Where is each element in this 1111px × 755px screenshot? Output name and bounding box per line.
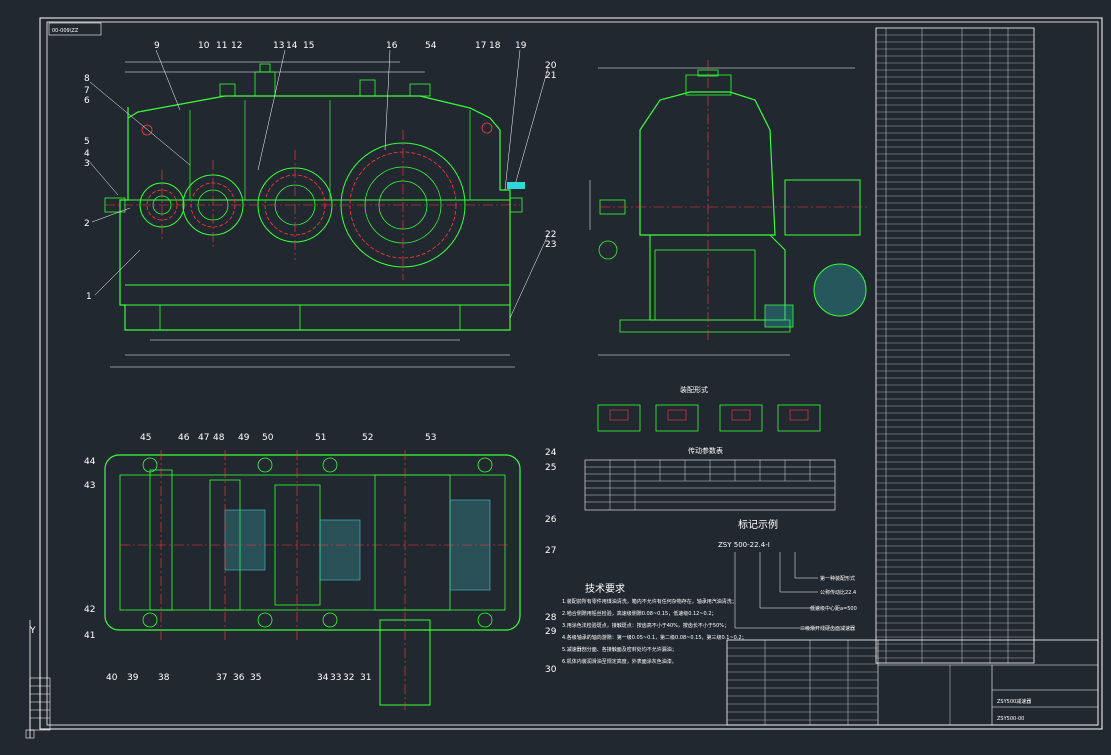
part-label-6: 6	[84, 96, 90, 106]
drawing-code: 00-009\ZZ	[52, 28, 79, 34]
ucs-icon: Y	[25, 620, 36, 739]
front-view	[87, 49, 549, 368]
part-label-41: 41	[84, 631, 95, 641]
tech-note-1: 1.装配前所有零件用煤油清洗，箱内不允许有任何杂物存在，轴承用汽油清洗；	[562, 598, 737, 605]
part-label-46: 46	[178, 433, 190, 443]
part-label-28: 28	[545, 613, 557, 623]
part-label-15: 15	[303, 41, 314, 51]
title-block-name: ZSY500减速器	[997, 698, 1031, 705]
part-label-42: 42	[84, 605, 95, 615]
ucs-y-label: Y	[29, 626, 36, 636]
part-label-33: 33	[330, 673, 341, 683]
part-label-47: 47	[198, 433, 209, 443]
part-label-17: 17	[475, 41, 486, 51]
plan-view	[104, 450, 521, 710]
part-label-22: 22	[545, 230, 556, 240]
part-label-54: 54	[425, 41, 437, 51]
part-label-19: 19	[515, 41, 527, 51]
part-label-30: 30	[545, 665, 557, 675]
assembly-forms-title: 装配形式	[680, 385, 708, 394]
part-label-35: 35	[250, 673, 261, 683]
notation-code: ZSY 500-22.4-I	[718, 541, 770, 549]
parameter-table: 传动参数表	[584, 446, 836, 511]
part-label-31: 31	[360, 673, 371, 683]
part-label-9: 9	[154, 41, 160, 51]
parts-list-rows	[876, 34, 1034, 659]
part-label-44: 44	[84, 457, 96, 467]
part-label-23: 23	[545, 240, 556, 250]
part-label-51: 51	[315, 433, 326, 443]
tech-note-2: 2.啮合侧隙用铅丝检验，高速级侧隙0.08~0.15，低速级0.12~0.2；	[562, 610, 717, 617]
part-label-21: 21	[545, 71, 556, 81]
part-label-8: 8	[84, 74, 90, 84]
part-label-32: 32	[343, 673, 354, 683]
front-part-labels: 1 2 3 4 5 6 7 8 9 10 11 12 13 14 15 16 1…	[84, 41, 557, 302]
parts-list-table	[875, 27, 1035, 664]
part-label-7: 7	[84, 86, 90, 96]
tech-note-6: 6.机体内装润滑油至规定高度，外表面涂灰色油漆。	[562, 658, 677, 665]
part-label-26: 26	[545, 515, 557, 525]
drawing-code-box	[48, 22, 102, 36]
part-label-14: 14	[286, 41, 298, 51]
notation-item-2: 公称传动比22.4	[820, 589, 856, 596]
part-label-10: 10	[198, 41, 210, 51]
part-label-50: 50	[262, 433, 274, 443]
part-label-52: 52	[362, 433, 373, 443]
part-label-36: 36	[233, 673, 245, 683]
part-label-20: 20	[545, 61, 557, 71]
outer-frame	[39, 17, 1103, 730]
part-label-45: 45	[140, 433, 151, 443]
plan-part-labels: 24 25 26 27 28 29 30 31 32 33 34 35 36 3…	[84, 41, 557, 683]
notation-title: 标记示例	[738, 518, 778, 531]
part-label-37: 37	[216, 673, 227, 683]
technical-requirements: 技术要求 1.装配前所有零件用煤油清洗，箱内不允许有任何杂物存在，轴承用汽油清洗…	[562, 582, 747, 665]
part-label-5: 5	[84, 137, 90, 147]
part-label-39: 39	[127, 673, 139, 683]
tech-title: 技术要求	[585, 582, 625, 595]
part-label-13: 13	[273, 41, 284, 51]
part-label-11: 11	[216, 41, 227, 51]
title-block-code: ZSY500-00	[997, 716, 1024, 722]
part-label-29: 29	[545, 627, 557, 637]
parameter-table-title: 传动参数表	[688, 446, 723, 455]
part-label-40: 40	[106, 673, 118, 683]
bom-rows	[727, 647, 878, 721]
notation-item-4: 三级渐开线硬齿面减速器	[800, 625, 855, 632]
part-label-48: 48	[213, 433, 225, 443]
title-block: ZSY500减速器 ZSY500-00	[726, 639, 1099, 726]
inner-frame	[46, 21, 1099, 726]
part-label-27: 27	[545, 546, 556, 556]
notation-item-1: 第一种装配形式	[820, 575, 855, 582]
notation-item-3: 低速级中心距a=500	[810, 605, 857, 612]
part-label-3: 3	[84, 159, 90, 169]
part-label-25: 25	[545, 463, 556, 473]
part-label-34: 34	[317, 673, 329, 683]
tech-note-4: 4.各级轴承的轴向游隙：第一级0.05~0.1，第二级0.08~0.15，第三级…	[562, 634, 747, 641]
tech-note-3: 3.用涂色法检验斑点，接触斑点：按齿高不小于40%，按齿长不小于50%；	[562, 622, 729, 629]
part-label-18: 18	[489, 41, 501, 51]
assembly-forms: 装配形式	[597, 385, 821, 432]
part-label-43: 43	[84, 481, 95, 491]
side-view	[589, 60, 870, 356]
part-label-49: 49	[238, 433, 250, 443]
part-label-4: 4	[84, 149, 90, 159]
part-label-53: 53	[425, 433, 436, 443]
part-label-2: 2	[84, 219, 90, 229]
part-label-24: 24	[545, 448, 557, 458]
part-label-1: 1	[86, 292, 92, 302]
part-label-16: 16	[386, 41, 398, 51]
notation-example: 标记示例 ZSY 500-22.4-I 第一种装配形式 公称传动比22.4 低速…	[718, 518, 857, 632]
tech-note-5: 5.减速器剖分面、各接触面及密封处均不允许漏油；	[562, 646, 677, 653]
part-label-38: 38	[158, 673, 170, 683]
part-label-12: 12	[231, 41, 242, 51]
